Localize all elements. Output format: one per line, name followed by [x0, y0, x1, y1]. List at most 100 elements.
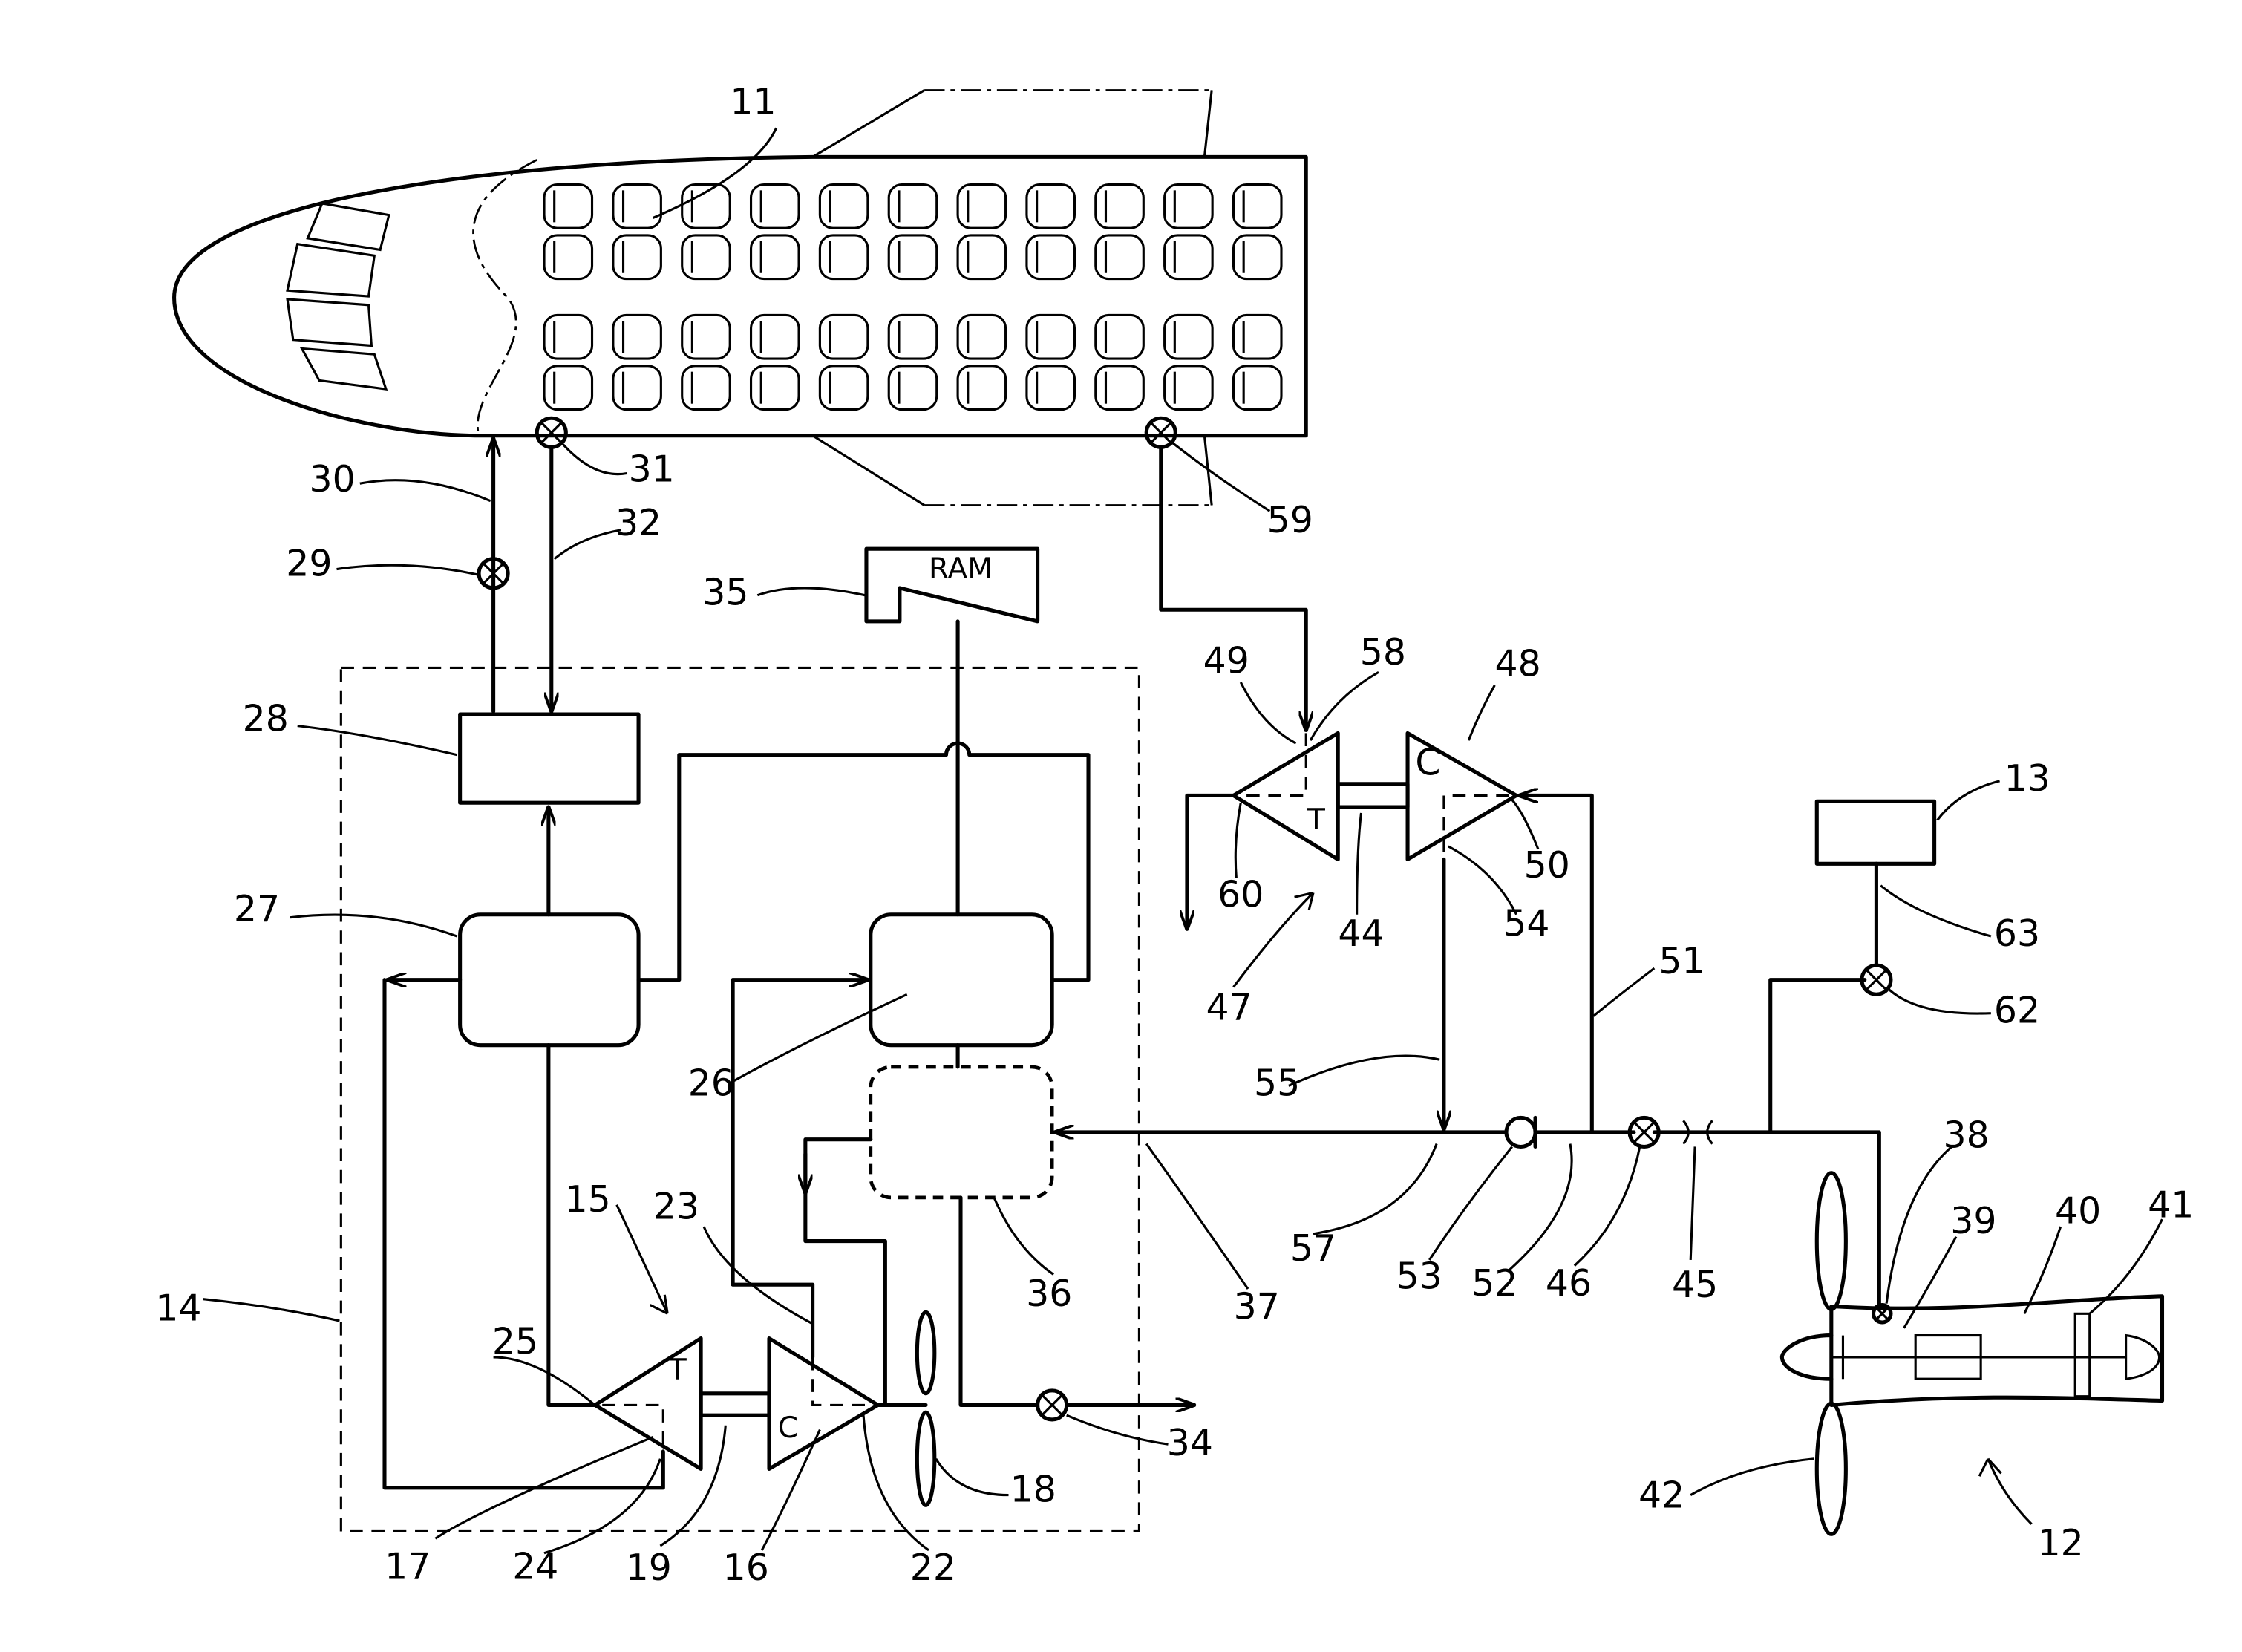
seat [682, 315, 731, 359]
propeller-42 [1817, 1173, 1846, 1310]
valve-34 [1038, 1391, 1067, 1420]
seat [1165, 235, 1213, 279]
heat-exchanger-36 [871, 1067, 1052, 1198]
leader-line [1357, 813, 1362, 915]
leader-line [494, 1357, 595, 1405]
reference-numeral-25: 25 [492, 1320, 538, 1362]
reference-numeral-44: 44 [1338, 912, 1384, 955]
seat [889, 185, 937, 229]
seat [751, 185, 800, 229]
reference-numeral-59: 59 [1267, 499, 1313, 541]
seat [958, 366, 1006, 410]
reference-numeral-37: 37 [1234, 1285, 1280, 1328]
reference-numeral-53: 53 [1396, 1255, 1442, 1297]
seat [544, 366, 592, 410]
reference-numeral-52: 52 [1471, 1262, 1517, 1305]
reference-numeral-26: 26 [688, 1062, 734, 1104]
reference-numeral-34: 34 [1167, 1422, 1213, 1464]
component-label-turbine-49: T [1307, 803, 1325, 837]
reference-numeral-54: 54 [1503, 902, 1549, 944]
reference-numeral-22: 22 [910, 1547, 956, 1589]
reference-numeral-63: 63 [1994, 912, 2040, 955]
seat [958, 235, 1006, 279]
reference-numeral-50: 50 [1524, 844, 1570, 887]
reference-numeral-32: 32 [615, 502, 661, 544]
reference-numeral-12: 12 [2038, 1522, 2084, 1564]
seat [1096, 235, 1144, 279]
reference-numeral-62: 62 [1994, 990, 2040, 1032]
ducting [385, 439, 1879, 1488]
leader-line [290, 915, 457, 936]
leader-line [653, 128, 777, 218]
seat [1165, 366, 1213, 410]
component-label-turbine-15: T [668, 1354, 687, 1387]
mixing-unit-28 [460, 714, 638, 803]
reference-numeral-31: 31 [629, 448, 675, 491]
reference-numeral-45: 45 [1672, 1264, 1718, 1306]
seat [1096, 315, 1144, 359]
leader-line [1067, 1415, 1169, 1444]
reference-numeral-55: 55 [1254, 1062, 1300, 1104]
seat [1027, 315, 1075, 359]
seat [544, 315, 592, 359]
leader-line [555, 530, 621, 559]
seat [751, 366, 800, 410]
reference-numeral-27: 27 [234, 888, 280, 930]
reference-numeral-49: 49 [1203, 640, 1249, 682]
leader-line [1146, 1144, 1248, 1289]
seat [1027, 235, 1075, 279]
reference-numeral-30: 30 [310, 458, 356, 500]
leader-line [1289, 1056, 1439, 1085]
reference-numeral-39: 39 [1950, 1200, 1996, 1242]
reference-numeral-29: 29 [286, 543, 332, 585]
reference-numeral-15: 15 [565, 1178, 611, 1221]
valve-31 [537, 418, 566, 447]
seat [613, 235, 661, 279]
reference-numeral-24: 24 [512, 1545, 558, 1587]
seat [958, 315, 1006, 359]
reference-numeral-60: 60 [1218, 873, 1264, 915]
leader-line [544, 1459, 660, 1553]
unit-13 [1817, 801, 1934, 863]
leader-line [704, 1227, 813, 1324]
fuselage-11 [174, 90, 1307, 505]
seat [1233, 185, 1281, 229]
reference-numeral-35: 35 [702, 572, 748, 614]
reference-numeral-14: 14 [155, 1287, 201, 1329]
leader-line [1172, 443, 1269, 511]
reference-numeral-13: 13 [2004, 757, 2050, 800]
leader-line [360, 480, 491, 501]
reference-numeral-47: 47 [1206, 987, 1252, 1029]
leader-line [1575, 1146, 1640, 1265]
reference-numeral-57: 57 [1290, 1227, 1336, 1270]
seat [1096, 366, 1144, 410]
reference-numeral-19: 19 [626, 1547, 672, 1589]
seat [889, 315, 937, 359]
reference-numeral-38: 38 [1944, 1114, 1990, 1157]
seat [1096, 185, 1144, 229]
leader-line [1690, 1146, 1695, 1259]
reference-numeral-36: 36 [1026, 1273, 1072, 1315]
leader-line [1235, 803, 1241, 878]
seat [751, 235, 800, 279]
reference-numeral-40: 40 [2055, 1189, 2101, 1232]
cockpit-windows [287, 203, 389, 389]
check-valve-53 [1506, 1117, 1535, 1146]
reference-numeral-48: 48 [1495, 642, 1541, 685]
seat [682, 235, 731, 279]
reference-numeral-16: 16 [723, 1547, 769, 1589]
seat [820, 366, 868, 410]
leader-line [1904, 1237, 1956, 1328]
seat [820, 185, 868, 229]
fan-18 [917, 1312, 934, 1393]
component-label-ram: RAM [929, 552, 993, 586]
reference-numeral-46: 46 [1546, 1262, 1592, 1305]
seat [751, 315, 800, 359]
seat [613, 185, 661, 229]
seat [1233, 315, 1281, 359]
reference-numeral-51: 51 [1658, 940, 1705, 982]
heat-exchanger-26 [871, 915, 1052, 1045]
leader-line [1509, 1144, 1572, 1270]
